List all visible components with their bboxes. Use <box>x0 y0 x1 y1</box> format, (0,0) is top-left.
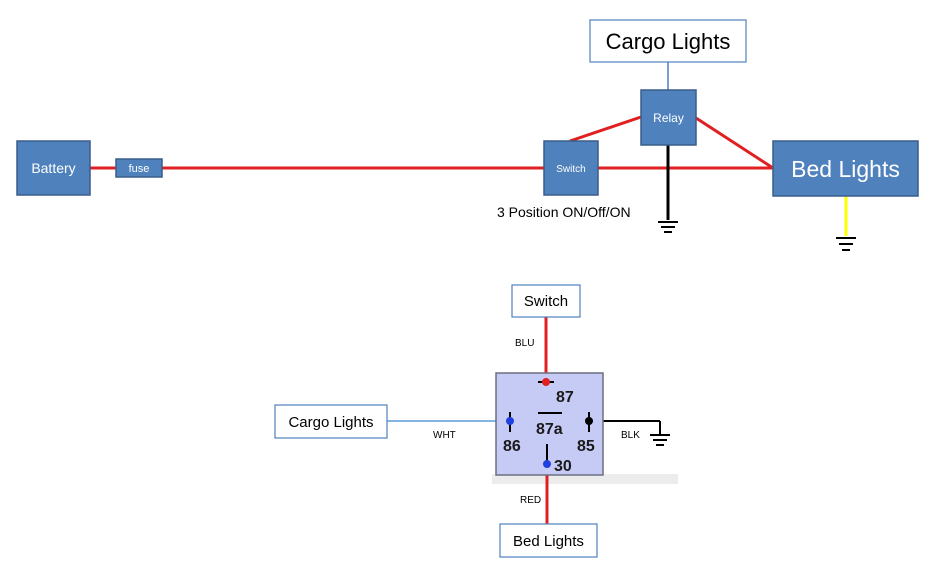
cargo-lights-label: Cargo Lights <box>606 29 731 54</box>
bed-lights-box-bottom: Bed Lights <box>499 523 598 558</box>
relay-switch-label: Switch <box>524 293 568 310</box>
ground-icon <box>658 221 678 233</box>
cargo-lights-box: Cargo Lights <box>589 19 747 63</box>
fuse-label: fuse <box>129 163 150 175</box>
switch-label: Switch <box>556 164 585 175</box>
pin-85: 85 <box>577 438 595 455</box>
pin-85-dot <box>585 417 593 425</box>
relay-label: Relay <box>653 111 684 125</box>
relay-bed-lights-label: Bed Lights <box>513 533 584 550</box>
wire-label-blu: BLU <box>515 338 534 349</box>
switch-caption: 3 Position ON/Off/ON <box>497 204 631 220</box>
switch-node: Switch <box>543 140 599 196</box>
wire-relay-bedlights <box>695 116 774 170</box>
fuse-node: fuse <box>115 158 163 178</box>
relay-node: Relay <box>640 89 697 146</box>
pin-30-dot <box>543 460 551 468</box>
pin-86: 86 <box>503 438 521 455</box>
pin-87-dot <box>542 378 550 386</box>
cargo-lights-box-bottom: Cargo Lights <box>274 404 388 439</box>
wire-switch-relay <box>569 115 642 143</box>
battery-label: Battery <box>31 160 75 176</box>
pin-87: 87 <box>556 389 574 406</box>
relay-cargo-lights-label: Cargo Lights <box>288 414 373 431</box>
bed-lights-label: Bed Lights <box>791 156 900 182</box>
battery-node: Battery <box>16 140 91 196</box>
pin-86-dot <box>506 417 514 425</box>
wire-label-blk: BLK <box>621 430 640 441</box>
ground-icon <box>836 237 856 251</box>
top-wires <box>90 62 848 236</box>
relay-shadow <box>492 474 678 484</box>
bed-lights-node: Bed Lights <box>772 140 919 197</box>
relay-body: 87 87a 86 85 30 <box>495 372 604 476</box>
pin-87a: 87a <box>536 421 563 438</box>
wire-label-wht: WHT <box>433 430 456 441</box>
switch-box: Switch <box>511 284 581 318</box>
ground-icon <box>650 434 670 446</box>
pin-30: 30 <box>554 458 572 475</box>
wire-label-red: RED <box>520 495 541 506</box>
